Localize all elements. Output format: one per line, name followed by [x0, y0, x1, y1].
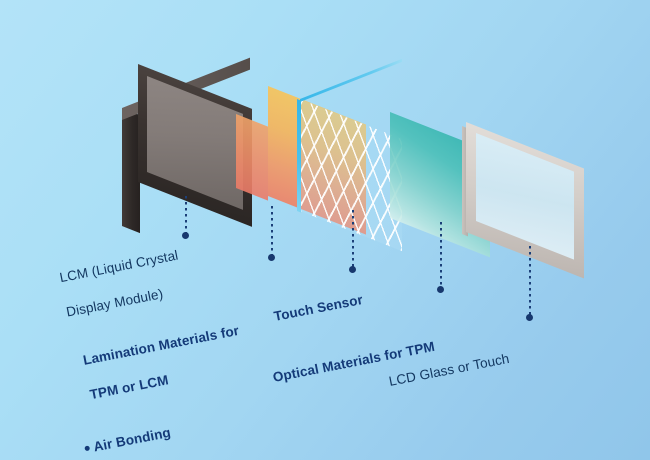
- label-lcd-glass-line-1: LCD Glass or Touch: [387, 351, 511, 390]
- label-touch-sensor-line-1: Touch Sensor: [272, 292, 365, 325]
- leader-line-lcd-glass: [529, 246, 531, 316]
- label-touch-sensor: Touch Sensor: [254, 274, 368, 345]
- leader-dot-touch-sensor: [349, 266, 356, 273]
- label-lcm-line-2: Display Module): [64, 285, 165, 320]
- leader-line-optical-materials: [440, 222, 442, 288]
- leader-dot-lcd-glass: [526, 314, 533, 321]
- touch-sensor-grid: [300, 99, 402, 252]
- touch-sensor-top-highlight: [300, 58, 402, 102]
- leader-line-lcm: [185, 196, 187, 234]
- leader-dot-lamination: [268, 254, 275, 261]
- leader-line-touch-sensor: [352, 210, 354, 268]
- label-lamination-bullet-1: Air Bonding: [83, 407, 257, 457]
- bullet-dot-icon: [84, 444, 91, 451]
- touch-sensor-edge: [297, 99, 301, 213]
- leader-line-lamination: [271, 206, 273, 256]
- leader-dot-lcm: [182, 232, 189, 239]
- leader-dot-optical-materials: [437, 286, 444, 293]
- label-lamination-line-1: Lamination Materials for: [81, 323, 241, 369]
- label-lamination-line-2: TPM or LCM: [88, 372, 170, 402]
- lamination-tab: [236, 114, 268, 201]
- label-lcm-line-1: LCM (Liquid Crystal: [58, 247, 180, 286]
